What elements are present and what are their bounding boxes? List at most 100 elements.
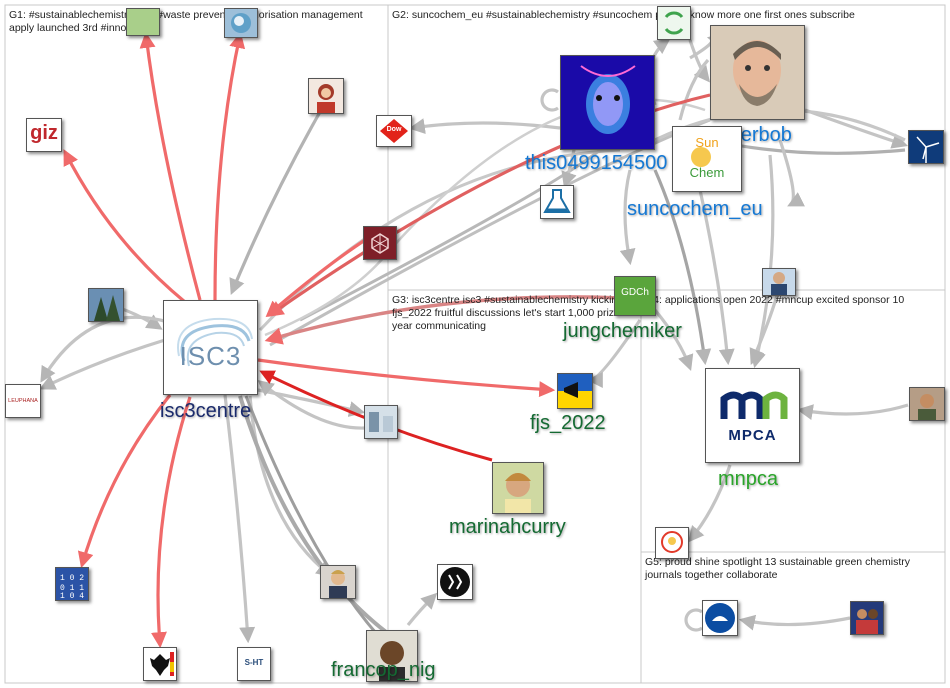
lab-photo-icon xyxy=(365,406,397,438)
isc3centre-node[interactable]: ISC3 xyxy=(163,300,258,395)
avatar-node[interactable] xyxy=(320,565,356,599)
edge xyxy=(139,31,202,301)
wind-turbine-icon xyxy=(909,131,943,163)
isc3-logo-text: ISC3 xyxy=(179,341,242,371)
avatar-node[interactable] xyxy=(657,6,691,40)
svg-text:1 0 2: 1 0 2 xyxy=(60,574,84,583)
suncochem-logo-bottom: Chem xyxy=(689,165,725,180)
avatar-node[interactable] xyxy=(437,564,473,600)
giz-node[interactable]: giz xyxy=(26,118,62,152)
recycle-icon xyxy=(664,11,684,35)
face-art-icon xyxy=(561,56,654,149)
sht-node[interactable]: S-HT xyxy=(237,647,271,681)
edge xyxy=(678,58,710,121)
francop-nig-node[interactable] xyxy=(366,630,418,682)
avatar-node[interactable] xyxy=(308,78,344,114)
avatar-node[interactable] xyxy=(908,130,944,164)
dow-diamond-icon xyxy=(380,119,408,143)
eagle-icon xyxy=(150,652,174,676)
avatar-node[interactable] xyxy=(88,288,124,322)
person-avatar-icon xyxy=(771,272,787,295)
edge xyxy=(299,148,601,322)
gdch-node[interactable]: GDCh xyxy=(614,276,656,316)
svg-text:1 0 4: 1 0 4 xyxy=(60,592,84,600)
red-edges xyxy=(63,31,711,649)
megaphone-icon xyxy=(558,374,592,408)
avatar-node[interactable] xyxy=(850,601,884,635)
flask-icon xyxy=(543,189,571,213)
edge xyxy=(151,396,192,649)
diderbob-node[interactable] xyxy=(710,25,805,120)
group-title-g2: G2: suncochem_eu #sustainablechemistry #… xyxy=(392,9,855,21)
edge xyxy=(619,169,636,266)
edge xyxy=(267,93,711,317)
avatar-node[interactable] xyxy=(655,527,689,559)
edge xyxy=(653,169,712,366)
group-title-g3: G3: isc3centre isc3 #sustainablechemistr… xyxy=(392,294,624,332)
jungchemiker-label[interactable]: jungchemiker xyxy=(563,320,682,342)
edge xyxy=(796,403,909,420)
self-loop xyxy=(684,608,703,632)
this0499154500-label[interactable]: this0499154500 xyxy=(525,152,668,174)
giz-logo-text: giz xyxy=(30,122,58,144)
badge-icon xyxy=(440,567,470,597)
cube-icon xyxy=(371,233,389,254)
sht-logo-text: S-HT xyxy=(244,658,264,667)
suncochem-eu-node[interactable]: Sun Chem xyxy=(672,126,742,192)
dow-node[interactable]: Dow xyxy=(376,115,412,147)
edge xyxy=(688,39,710,83)
gdch-logo-text: GDCh xyxy=(621,287,649,298)
marinahcurry-label[interactable]: marinahcurry xyxy=(449,516,566,538)
edge xyxy=(264,295,621,345)
binary-icon: 1 0 20 1 11 0 4 xyxy=(60,574,84,600)
suncochem-logo-top: Sun xyxy=(695,135,719,150)
avatar-node[interactable] xyxy=(762,268,796,296)
tree-photo-icon xyxy=(89,289,123,321)
group-title-g5: G5: proud shine spotlight 13 sustainable… xyxy=(645,556,910,581)
mpca-logo xyxy=(720,391,788,419)
avatar-node[interactable] xyxy=(702,600,738,636)
edge xyxy=(40,315,169,383)
group-title-g4: G4: applications open 2022 #mncup excite… xyxy=(645,294,905,306)
edge xyxy=(39,338,166,390)
person-avatar-icon xyxy=(711,26,804,119)
eagle-node[interactable] xyxy=(143,647,177,681)
person-avatar-icon xyxy=(367,631,417,681)
globe-icon xyxy=(231,13,251,33)
leuphana-node[interactable]: LEUPHANA xyxy=(5,384,41,418)
edge xyxy=(248,395,333,577)
edge xyxy=(406,592,438,626)
edge xyxy=(257,380,366,430)
cube-node[interactable] xyxy=(363,226,397,260)
francop-nig-label[interactable]: francop_nig xyxy=(331,659,436,681)
edge xyxy=(244,395,384,642)
mnpca-node[interactable]: MPCA xyxy=(705,368,800,463)
svg-text:0 1 1: 0 1 1 xyxy=(60,584,84,593)
self-loop xyxy=(540,88,559,112)
isc3-logo xyxy=(177,317,253,367)
edge xyxy=(63,149,187,304)
edge xyxy=(738,614,851,631)
avatar-node[interactable] xyxy=(364,405,398,439)
this0499154500-node[interactable] xyxy=(560,55,655,150)
marinahcurry-node[interactable] xyxy=(492,462,544,514)
edge xyxy=(265,238,366,318)
fjs-2022-label[interactable]: fjs_2022 xyxy=(530,412,606,434)
avatar-node[interactable] xyxy=(224,8,258,38)
suncochem-eu-label[interactable]: suncochem_eu xyxy=(627,198,763,220)
isc3centre-label[interactable]: isc3centre xyxy=(160,400,252,422)
avatar-node[interactable] xyxy=(540,185,574,219)
avatar-node[interactable] xyxy=(909,387,945,421)
lightbulb-icon xyxy=(661,531,683,553)
fjs-2022-node[interactable] xyxy=(557,373,593,409)
leuphana-logo-text: LEUPHANA xyxy=(8,398,38,404)
edge xyxy=(77,394,172,569)
edge xyxy=(257,358,556,398)
journal-icon xyxy=(705,603,735,633)
avatar-node[interactable] xyxy=(126,8,160,36)
mnpca-label[interactable]: mnpca xyxy=(718,468,779,490)
edge xyxy=(653,308,694,372)
